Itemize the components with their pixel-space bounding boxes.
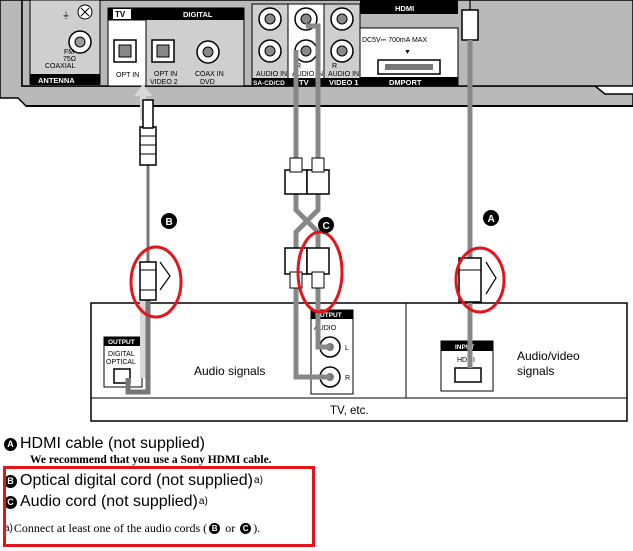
ohm-label: 75Ω xyxy=(63,56,76,63)
opt-in-label: OPT IN xyxy=(116,72,139,79)
video1-audio-in-label: AUDIO IN xyxy=(328,71,359,78)
optical-cable-b xyxy=(125,99,171,395)
legend-audio-text: Audio cord (not supplied) xyxy=(20,493,198,510)
digital-section: TV DIGITAL OPT IN OPT IN VIDEO 2 COAX IN… xyxy=(107,7,245,87)
note-or: or xyxy=(222,521,239,535)
opt-in-tv-jack[interactable] xyxy=(113,39,137,63)
highlight-optical xyxy=(129,245,183,319)
dmport-power-label: DC5V⎓ 700mA MAX xyxy=(362,37,427,44)
tv-audio-output-group: OUTPUT AUDIO L R xyxy=(310,309,354,395)
note-badge-b-icon: B xyxy=(209,523,221,534)
sacd-label: SA-CD/CD xyxy=(253,80,285,87)
tv-audio-label: AUDIO xyxy=(314,325,337,332)
badge-a: A xyxy=(483,210,499,226)
audio-signals-label: Audio signals xyxy=(194,364,265,378)
highlight-ellipses xyxy=(129,230,506,319)
note-text: Connect at least one of the audio cords … xyxy=(13,521,208,535)
tv-panel: TV, etc. OUTPUT DIGITAL OPTICAL Audio si… xyxy=(90,302,628,422)
highlight-audio xyxy=(296,230,344,314)
am-terminal-icon: ⏚ xyxy=(62,4,93,20)
tv-hdmi-jack[interactable] xyxy=(454,367,482,383)
tv-etc-label: TV, etc. xyxy=(330,405,369,417)
dmport-label: DMPORT xyxy=(389,78,422,87)
highlight-hdmi xyxy=(454,246,506,314)
badge-b: B xyxy=(161,213,177,229)
badge-c: C xyxy=(318,217,334,233)
tv-tag: TV xyxy=(115,10,126,19)
analog-audio-section: AUDIO IN SA-CD/CD AUDIO IN TV R AUDIO IN… xyxy=(251,3,361,87)
video2-label: VIDEO 2 xyxy=(150,79,178,86)
dmport-arrow-icon: ▼ xyxy=(404,49,411,56)
svg-text:B: B xyxy=(166,217,173,228)
antenna-section: ⏚ FM 75Ω COAXIAL ANTENNA xyxy=(29,0,101,85)
opt-in-video2-jack[interactable] xyxy=(151,39,175,63)
badge-c-icon: C xyxy=(4,495,17,509)
coaxial-label: COAXIAL xyxy=(45,63,75,70)
tv-output-tag: OUTPUT xyxy=(108,339,135,346)
connection-diagram: ⏚ FM 75Ω COAXIAL ANTENNA TV DIGITAL OPT … xyxy=(0,0,633,422)
tv-audio-in-label: AUDIO IN xyxy=(292,71,323,78)
legend-optical-text: Optical digital cord (not supplied) xyxy=(20,472,254,489)
hdmi-dmport-section: HDMI DC5V⎓ 700mA MAX ▼ DMPORT xyxy=(359,0,459,87)
coax-in-label: COAX IN xyxy=(195,71,224,78)
badge-b-icon: B xyxy=(4,474,17,488)
audio-cable-c xyxy=(284,23,330,380)
badge-a-icon: A xyxy=(4,437,17,451)
legend-hdmi-text: HDMI cable (not supplied) xyxy=(20,435,205,452)
tv-optical-label: OPTICAL xyxy=(106,359,136,366)
tv-input-tag: INPUT xyxy=(455,344,475,351)
sacd-audio-in-label: AUDIO IN xyxy=(256,71,287,78)
fm-antenna-jack[interactable] xyxy=(68,30,92,54)
coax-in-dvd-jack[interactable] xyxy=(196,40,220,64)
video1-input-group: AUDIO IN VIDEO 1 R xyxy=(323,3,361,87)
opt-in-video2-label: OPT IN xyxy=(154,71,177,78)
legend: A HDMI cable (not supplied) We recommend… xyxy=(4,435,629,536)
video1-r-label: R xyxy=(332,63,337,70)
hdmi-label: HDMI xyxy=(395,4,414,13)
sacd-input-group: AUDIO IN SA-CD/CD xyxy=(251,3,289,87)
tv-output-tag2: OUTPUT xyxy=(315,312,342,319)
svg-text:A: A xyxy=(488,214,495,225)
legend-recommend: We recommend that you use a Sony HDMI ca… xyxy=(4,454,629,466)
digital-label: DIGITAL xyxy=(183,10,213,19)
note-badge-c-icon: C xyxy=(240,523,252,534)
tv-digital-label: DIGITAL xyxy=(108,351,135,358)
tv-hdmi-label: HDMI xyxy=(457,357,475,364)
av-signals-label-1: Audio/video xyxy=(517,349,580,363)
tv-r-label: R xyxy=(296,63,301,70)
antenna-label: ANTENNA xyxy=(38,76,75,85)
tv-l-label: L xyxy=(345,345,349,352)
tv-optical-output-group: OUTPUT DIGITAL OPTICAL xyxy=(103,336,143,388)
dvd-label: DVD xyxy=(200,79,215,86)
av-signals-label-2: signals xyxy=(517,364,554,378)
video1-label: VIDEO 1 xyxy=(329,78,359,87)
note-end: ). xyxy=(253,521,261,535)
legend-hdmi: A HDMI cable (not supplied) xyxy=(4,435,629,453)
svg-text:⏚: ⏚ xyxy=(62,11,70,20)
legend-note: a) Connect at least one of the audio cor… xyxy=(4,521,261,535)
tv-hdmi-input-group: INPUT HDMI xyxy=(440,340,494,392)
tv-label: TV xyxy=(299,78,309,87)
legend-optical: B Optical digital cord (not supplied) a) xyxy=(4,472,629,490)
hdmi-cable-a xyxy=(458,0,497,368)
highlight-legend-box xyxy=(3,466,315,547)
legend-audio: C Audio cord (not supplied) a) xyxy=(4,493,629,511)
fm-label: FM xyxy=(64,49,74,56)
legend-recommend-text: We recommend that you use a Sony HDMI ca… xyxy=(30,454,272,466)
tv-r-label: R xyxy=(345,375,350,382)
svg-text:C: C xyxy=(323,221,330,232)
